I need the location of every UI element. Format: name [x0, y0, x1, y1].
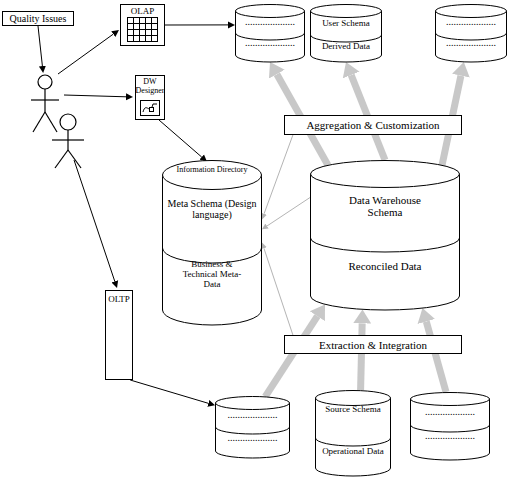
- data-store: ........................................: [435, 4, 507, 62]
- grid-icon: [128, 18, 158, 42]
- node-label: Aggregation & Customization: [284, 119, 462, 131]
- cylinder-top: [411, 393, 490, 406]
- cylinder-outline: [235, 4, 305, 62]
- cylinder-outline: [310, 160, 460, 310]
- designer-box: DW Designer: [135, 75, 165, 120]
- data-store: User SchemaDerived Data: [310, 4, 382, 62]
- olap-box: OLAP: [120, 4, 165, 46]
- dataflow-arrow: [265, 316, 317, 396]
- dataflow-arrow: [426, 322, 446, 392]
- actor-figure: [31, 75, 59, 132]
- node-label: ....................: [235, 37, 305, 48]
- node-label: ....................: [235, 16, 305, 27]
- cylinder-outline: [162, 160, 262, 325]
- cylinder-body: [163, 175, 262, 325]
- data-store: ........................................: [235, 4, 305, 62]
- node-label: ....................: [215, 432, 290, 443]
- node-label: Derived Data: [310, 42, 382, 52]
- cylinder-top: [216, 397, 290, 410]
- node-label: Meta Schema (Design language): [167, 198, 257, 220]
- node-label: Source Schema: [325, 405, 381, 415]
- process-band: Extraction & Integration: [284, 335, 462, 354]
- node-label: User Schema: [310, 19, 382, 29]
- node-label: Reconciled Data: [310, 260, 460, 272]
- cylinder-body: [236, 11, 305, 62]
- node-label: Extraction & Integration: [284, 339, 462, 351]
- metadata-arrow: [267, 198, 310, 226]
- node-label: ....................: [435, 16, 507, 27]
- cylinder-top: [236, 5, 305, 18]
- node-label: ....................: [435, 37, 507, 48]
- data-store: ........................................: [410, 392, 490, 460]
- cylinder-outline: [215, 396, 290, 458]
- node-label: OLTP: [103, 295, 135, 305]
- cylinder-body: [436, 11, 507, 62]
- flow-arrow: [159, 120, 202, 157]
- cylinder-body: [411, 399, 490, 460]
- actor-arrow: [38, 26, 126, 281]
- cylinder-top: [316, 391, 391, 406]
- node-label: Business & Technical Meta-Data: [177, 260, 247, 290]
- node-label: ....................: [215, 409, 290, 420]
- node-label: ....................: [410, 406, 490, 417]
- cylinder-outline: [315, 390, 391, 476]
- cylinder-body: [311, 11, 382, 62]
- node-label: Operational Data: [321, 447, 385, 457]
- process-band: Aggregation & Customization: [284, 115, 462, 135]
- node-label: Data Warehouse Schema: [337, 194, 433, 218]
- metadata-store: Information DirectoryMeta Schema (Design…: [162, 160, 262, 325]
- cylinder-outline: [410, 392, 490, 460]
- cylinder-outline: [435, 4, 507, 62]
- flow-arrow: [130, 380, 208, 403]
- actor-figure: [52, 114, 84, 168]
- cylinder-top: [436, 5, 507, 18]
- cylinder-top: [311, 5, 382, 18]
- node-label: Information Directory: [176, 166, 248, 175]
- flow-arrow: [165, 24, 228, 25]
- cylinder-outline: [310, 4, 382, 62]
- metadata-arrow: [264, 248, 293, 335]
- dataflow-arrow: [361, 323, 363, 390]
- cylinder-divider: [316, 438, 391, 446]
- node-label: DW Designer: [132, 78, 168, 96]
- cylinder-body: [216, 403, 290, 458]
- node-label: ....................: [410, 430, 490, 441]
- node-label: OLAP: [120, 7, 165, 17]
- cylinder-body: [316, 398, 391, 476]
- cylinder-body: [311, 174, 460, 310]
- designer-icon: [141, 101, 160, 116]
- data-store: Source SchemaOperational Data: [315, 390, 391, 476]
- note-box: Quality Issues: [2, 11, 74, 26]
- data-store: ........................................: [215, 396, 290, 458]
- metadata-arrow: [264, 135, 293, 214]
- node-label: Quality Issues: [2, 13, 74, 24]
- cylinder-divider: [311, 35, 382, 42]
- cylinder-divider: [311, 238, 460, 252]
- oltp-box: OLTP: [105, 290, 133, 380]
- warehouse-store: Data Warehouse SchemaReconciled Data: [310, 160, 460, 310]
- cylinder-top: [163, 161, 262, 190]
- cylinder-top: [311, 161, 460, 188]
